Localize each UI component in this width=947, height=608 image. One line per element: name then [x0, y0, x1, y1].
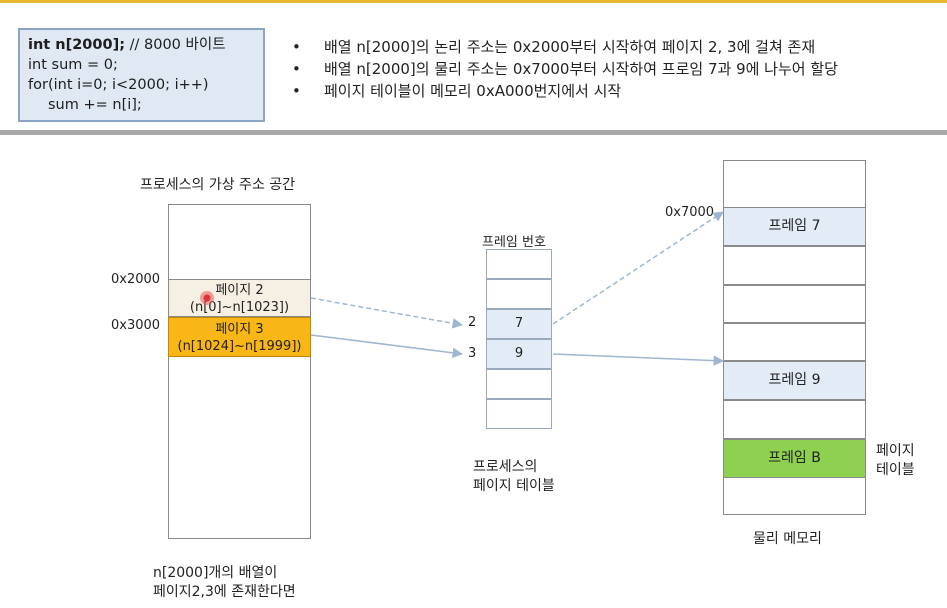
physical-memory-caption: 물리 메모리 — [753, 531, 822, 547]
frame-7: 프레임 7 — [723, 207, 866, 246]
page-2-block: 페이지 2 (n[0]~n[1023]) — [168, 279, 311, 317]
page-table-row — [486, 249, 552, 279]
bullet-item: 배열 n[2000]의 물리 주소는 0x7000부터 시작하여 프로임 7과 … — [290, 58, 947, 80]
caption-line: 페이지 — [876, 443, 915, 459]
address-0x7000: 0x7000 — [665, 205, 715, 220]
caption-line: 테이블 — [876, 462, 915, 478]
page-table-header: 프레임 번호 — [482, 235, 546, 250]
arrow-table-to-frame9 — [552, 353, 725, 366]
frame-b: 프레임 B — [723, 439, 866, 478]
page-table-location-label: 페이지 테이블 — [876, 442, 915, 480]
address-0x3000: 0x3000 — [111, 318, 161, 333]
code-comment: // 8000 바이트 — [125, 37, 226, 53]
code-line-1: int n[2000]; // 8000 바이트 — [28, 35, 263, 55]
page-table-caption: 프로세스의 페이지 테이블 — [473, 458, 555, 496]
code-box: int n[2000]; // 8000 바이트 int sum = 0; fo… — [18, 28, 265, 122]
caption-line: 페이지 테이블 — [473, 478, 555, 494]
page-3-block: 페이지 3 (n[1024]~n[1999]) — [168, 317, 311, 357]
page-table-row — [486, 399, 552, 429]
code-line-4: sum += n[i]; — [48, 97, 142, 113]
bullet-item: 페이지 테이블이 메모리 0xA000번지에서 시작 — [290, 80, 947, 102]
page-index-3: 3 — [468, 346, 477, 361]
virtual-space-caption: n[2000]개의 배열이 페이지2,3에 존재한다면 — [153, 564, 296, 602]
virtual-space-title: 프로세스의 가상 주소 공간 — [140, 177, 296, 193]
code-line-3: for(int i=0; i<2000; i++) — [28, 77, 209, 93]
pointer-cursor-icon — [200, 291, 214, 305]
page-3-label: 페이지 3 — [215, 322, 264, 337]
arrow-page2-to-table — [310, 297, 464, 329]
page-table-row-2: 7 — [486, 309, 552, 339]
code-declaration: int n[2000]; — [28, 37, 126, 53]
page-2-range: (n[0]~n[1023]) — [189, 300, 290, 315]
code-line-2: int sum = 0; — [28, 57, 118, 73]
page-table-row-3: 9 — [486, 339, 552, 369]
frame-slot — [723, 285, 866, 323]
page-3-range: (n[1024]~n[1999]) — [177, 339, 302, 354]
page-table-row — [486, 369, 552, 399]
frame-slot — [723, 246, 866, 285]
section-divider — [0, 130, 947, 135]
top-accent-line — [0, 0, 947, 3]
frame-slot — [723, 323, 866, 361]
arrow-page3-to-table — [310, 334, 464, 359]
frame-9: 프레임 9 — [723, 361, 866, 400]
virtual-address-space — [168, 204, 311, 539]
address-0x2000: 0x2000 — [111, 272, 161, 287]
bullet-list: 배열 n[2000]의 논리 주소는 0x2000부터 시작하여 페이지 2, … — [290, 36, 947, 102]
bullet-item: 배열 n[2000]의 논리 주소는 0x2000부터 시작하여 페이지 2, … — [290, 36, 947, 58]
caption-line: 페이지2,3에 존재한다면 — [153, 584, 296, 600]
arrow-table-to-frame7 — [552, 211, 724, 325]
caption-line: 프로세스의 — [473, 459, 538, 475]
page-2-label: 페이지 2 — [215, 283, 264, 298]
caption-line: n[2000]개의 배열이 — [153, 565, 278, 581]
page-index-2: 2 — [468, 315, 477, 330]
frame-slot — [723, 400, 866, 439]
page-table-row — [486, 279, 552, 309]
